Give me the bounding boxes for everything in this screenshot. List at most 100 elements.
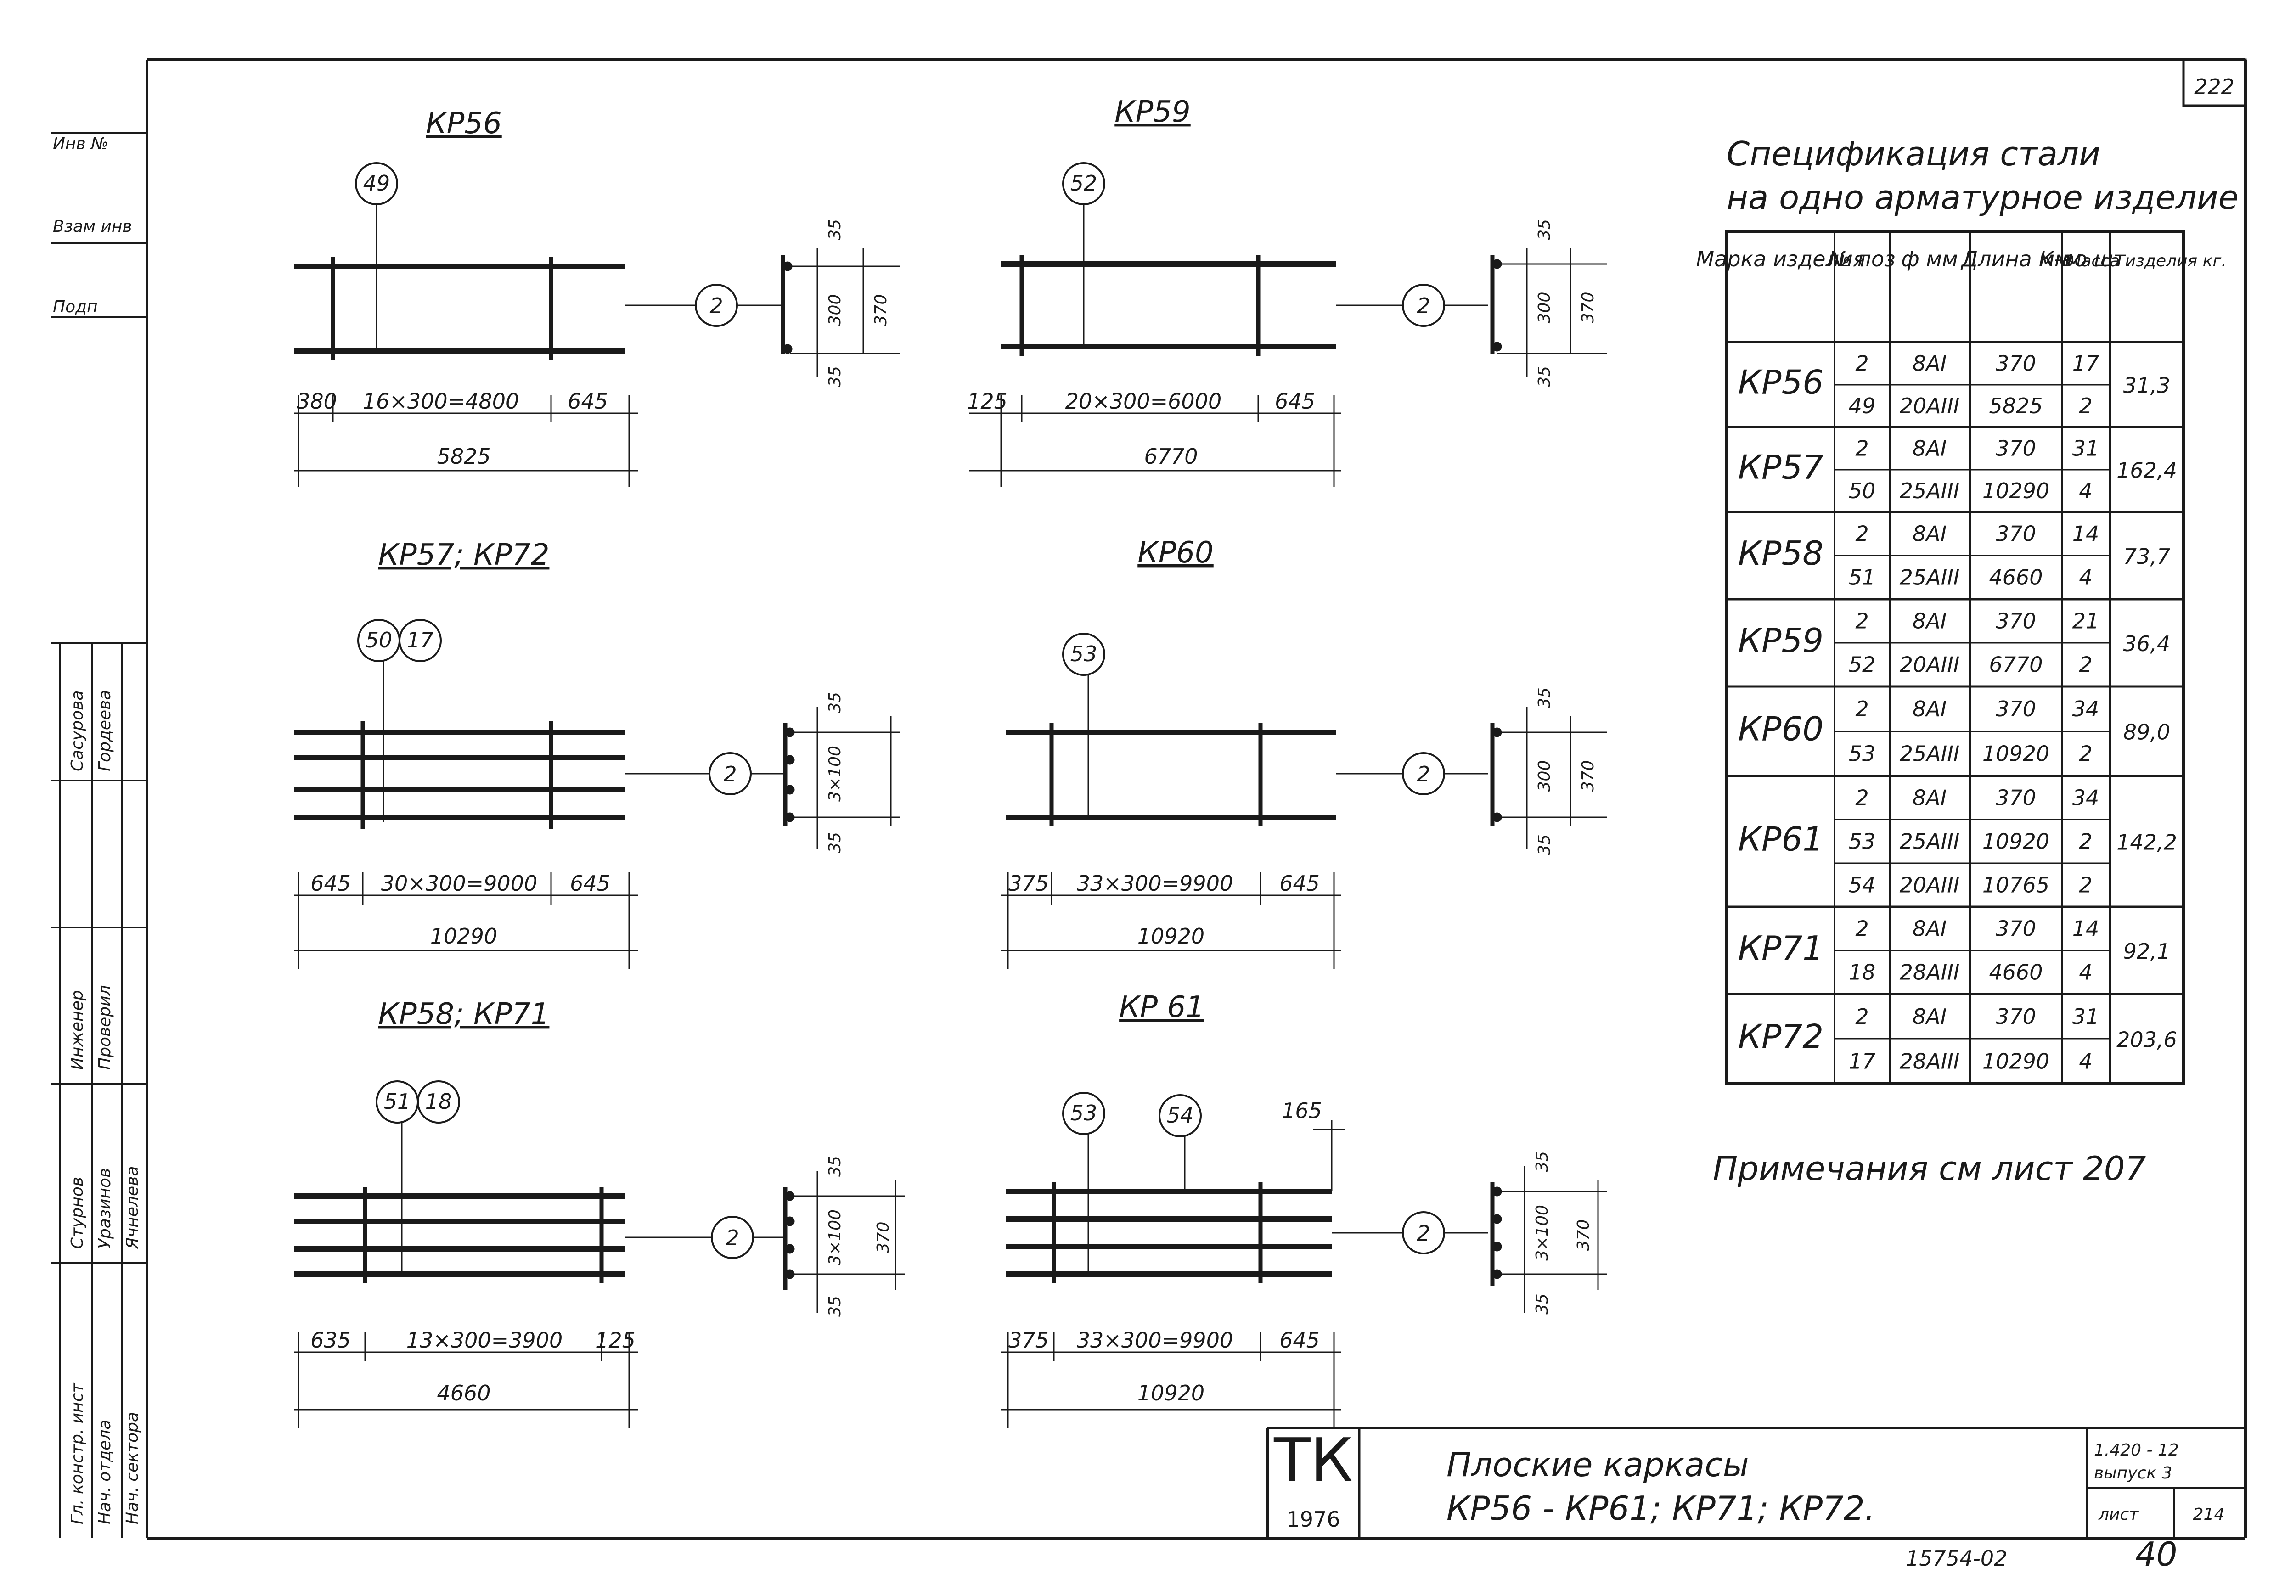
strip-role: Инженер	[68, 990, 87, 1070]
spec-cell: 54	[1849, 873, 1876, 898]
frame-title: КР56	[426, 107, 501, 140]
dim-label: 645	[570, 871, 610, 896]
spec-header: К-во шт.	[2039, 247, 2133, 271]
spec-cell: 4	[2079, 960, 2092, 985]
spec-cell: 17	[2072, 351, 2099, 376]
section-dim: 35	[826, 692, 844, 713]
spec-product-mark: КР59	[1738, 621, 1823, 660]
note-text: Примечания см лист 207	[1713, 1149, 2146, 1188]
spec-cell: 14	[2072, 522, 2099, 546]
strip-name: Ячнелева	[123, 1166, 142, 1249]
spec-header: Длина мм	[1960, 247, 2071, 271]
series-code: 1.420 - 12	[2094, 1441, 2179, 1460]
frame-kr56-labels: 49 2 380 16×300=4800 645 5825 35 300 35 …	[297, 171, 890, 469]
strip-name: Уразинов	[96, 1168, 114, 1249]
frame-kr61: КР 61	[1001, 990, 1607, 1428]
spec-title: Спецификация стали на одно арматурное из…	[1727, 135, 2239, 217]
dim-label: 375	[1008, 1328, 1049, 1353]
dim-label: 16×300=4800	[363, 389, 519, 414]
spec-cell: 370	[1996, 522, 2036, 546]
strip-role: Нач. сектора	[123, 1412, 142, 1524]
spec-mass: 31,3	[2123, 373, 2170, 398]
spec-cell: 4	[2079, 565, 2092, 590]
section-mark: 2	[709, 293, 723, 318]
spec-cell: 20АIII	[1900, 393, 1960, 418]
spec-cell: 14	[2072, 916, 2099, 941]
spec-cell: 10765	[1982, 873, 2049, 898]
spec-cell: 34	[2072, 786, 2099, 810]
section-mark: 2	[1417, 762, 1430, 787]
issue-label: выпуск 3	[2094, 1464, 2172, 1483]
frame-title: КР57; КР72	[378, 538, 550, 572]
spec-cell: 25АIII	[1900, 829, 1960, 854]
section-dim: 35	[1535, 219, 1554, 240]
spec-product-mark: КР58	[1738, 534, 1823, 573]
frame-kr60: КР60	[1001, 536, 1607, 969]
spec-mass: 73,7	[2123, 544, 2170, 569]
spec-cell: 8АI	[1913, 786, 1947, 810]
tk-year: 1976	[1286, 1507, 1340, 1532]
strip-role: Проверил	[96, 985, 114, 1070]
spec-title-line: на одно арматурное изделие	[1727, 178, 2239, 217]
spec-cell: 4660	[1989, 565, 2043, 590]
spec-table	[1725, 230, 2185, 1085]
spec-cell: 28АIII	[1900, 1049, 1960, 1073]
section-dim: 35	[1533, 1293, 1552, 1315]
spec-cell: 31	[2072, 1004, 2099, 1029]
section-dim: 300	[1535, 292, 1554, 324]
section-mark: 2	[1417, 293, 1430, 318]
spec-cell: 370	[1996, 609, 2036, 634]
position-mark: 50	[366, 628, 393, 652]
left-strip	[51, 132, 147, 1538]
section-dim: 35	[1535, 834, 1554, 855]
section-dim: 35	[826, 1296, 844, 1317]
section-dim: 35	[1535, 366, 1554, 387]
strip-name: Стурнов	[68, 1177, 87, 1249]
spec-cell: 53	[1849, 741, 1876, 766]
frame-title: КР58; КР71	[378, 997, 550, 1031]
spec-cell: 5825	[1989, 393, 2043, 418]
dim-label: 380	[297, 389, 337, 414]
spec-cell: 2	[2079, 873, 2092, 898]
dim-total: 10920	[1137, 924, 1204, 949]
section-dim: 35	[826, 366, 844, 387]
section-dim: 35	[1535, 687, 1554, 708]
spec-cell: 2	[1855, 522, 1868, 546]
position-mark: 17	[407, 628, 434, 652]
footer-page: 40	[2135, 1535, 2178, 1574]
tk-logo: ТК	[1273, 1425, 1353, 1495]
spec-mass: 142,2	[2116, 830, 2177, 855]
spec-product-mark: КР61	[1738, 820, 1823, 859]
spec-product-mark: КР57	[1738, 448, 1823, 487]
footer-code: 15754-02	[1906, 1546, 2007, 1571]
dim-label: 33×300=9900	[1077, 871, 1233, 896]
spec-cell: 2	[1855, 351, 1868, 376]
strip-label: Взам инв	[53, 217, 132, 236]
spec-cell: 8АI	[1913, 351, 1947, 376]
spec-cell: 17	[1849, 1049, 1876, 1073]
left-strip-top-labels: Инв № Взам инв Подп	[53, 135, 132, 316]
spec-cell: 51	[1849, 565, 1876, 590]
spec-cell: 10290	[1982, 478, 2049, 503]
section-dim: 300	[826, 294, 844, 326]
position-mark: 53	[1070, 641, 1097, 666]
spec-headers: Марка изделия № поз ф мм Длина мм К-во ш…	[1696, 247, 2226, 271]
frame-kr58-kr71: КР58; КР71	[294, 997, 905, 1428]
spec-header: ф мм	[1901, 247, 1958, 271]
sheet-number: 222	[2194, 74, 2234, 99]
spec-header: Масса изделия кг.	[2067, 252, 2226, 270]
spec-cell: 4660	[1989, 960, 2043, 985]
spec-title-line: Спецификация стали	[1727, 135, 2100, 173]
spec-mass: 162,4	[2116, 458, 2177, 483]
section-dim: 370	[1574, 1219, 1593, 1251]
section-mark: 2	[726, 1225, 739, 1250]
frame-title: КР60	[1137, 536, 1213, 570]
dim-label: 645	[1279, 1328, 1320, 1353]
dim-label: 165	[1282, 1098, 1322, 1123]
section-dim: 370	[874, 1222, 893, 1253]
strip-label: Инв №	[53, 135, 108, 153]
dim-label: 20×300=6000	[1065, 389, 1222, 414]
strip-name: Гордеева	[96, 690, 114, 771]
spec-cell: 28АIII	[1900, 960, 1960, 985]
